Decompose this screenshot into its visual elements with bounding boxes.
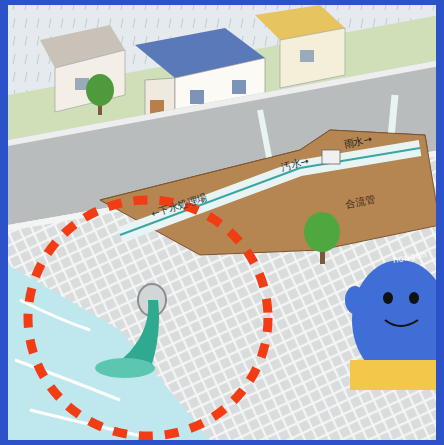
ground-cutaway-front: [100, 130, 436, 255]
sewer-pipe-flow-front: [120, 148, 420, 235]
river: [8, 265, 210, 440]
highlight-circle: [28, 200, 268, 436]
house-right: [255, 5, 345, 88]
mascot-horigon: [345, 260, 436, 390]
manhole-front: [322, 150, 340, 164]
manhole: [322, 150, 340, 164]
waste-pipe: [260, 110, 270, 162]
house-left: [40, 25, 125, 112]
outflow-splash: [95, 358, 155, 378]
sewer-pipe-front: [120, 148, 420, 235]
tree: [304, 212, 340, 264]
tree: [86, 74, 114, 115]
